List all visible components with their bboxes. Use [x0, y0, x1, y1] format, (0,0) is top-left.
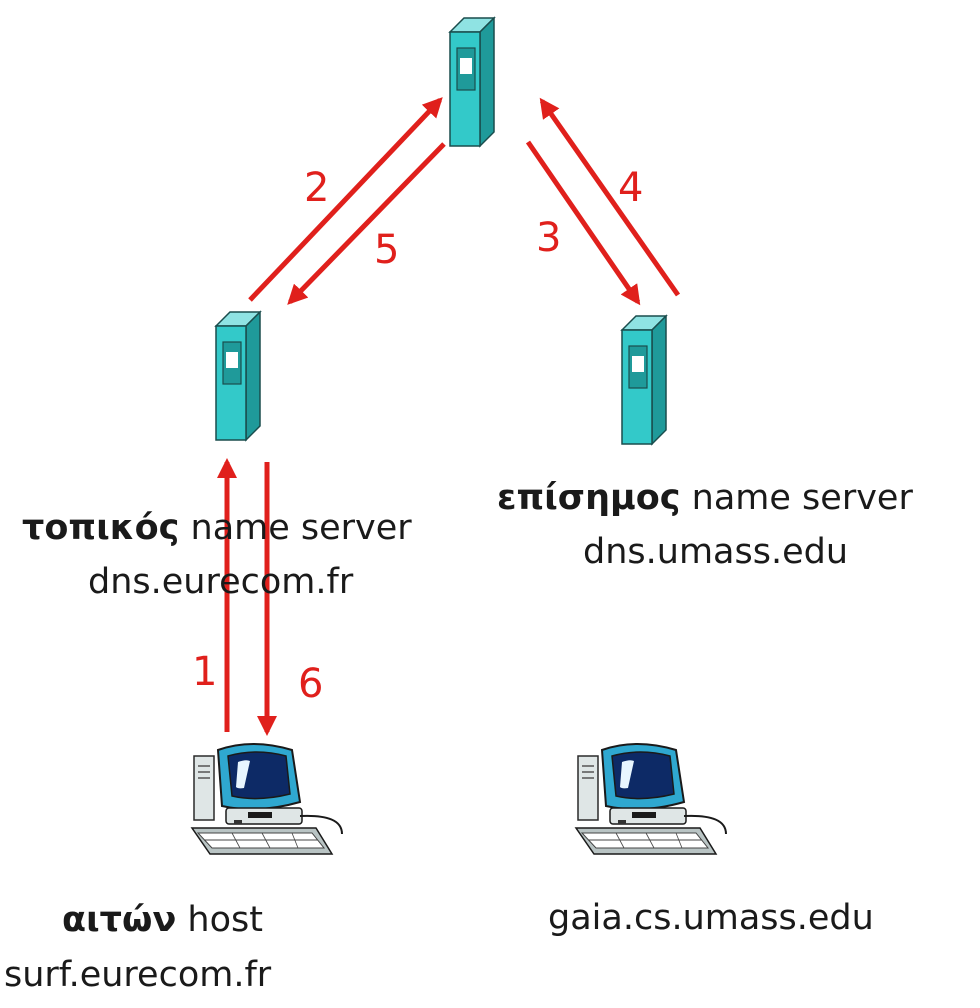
- step-label-3: 3: [536, 215, 562, 261]
- authoritative-kind: name server: [691, 478, 913, 518]
- requester-label: αιτών host: [62, 900, 263, 940]
- requester-host: surf.eurecom.fr: [4, 955, 272, 995]
- local-server-host: dns.eurecom.fr: [88, 562, 354, 602]
- step-label-1: 1: [192, 649, 218, 695]
- authoritative-server-host: dns.umass.edu: [583, 532, 849, 572]
- requester-role: αιτών: [62, 900, 177, 940]
- step-label-2: 2: [304, 165, 330, 211]
- authoritative-server-label: επίσημος name server: [497, 478, 913, 518]
- arrow-step-2: [248, 97, 443, 302]
- root-server-icon: [449, 17, 495, 147]
- step-label-6: 6: [298, 661, 324, 707]
- arrow-step-4: [539, 97, 681, 297]
- requester-kind: host: [187, 900, 263, 940]
- arrow-step-3: [525, 140, 641, 306]
- local-server-icon: [215, 311, 261, 441]
- authoritative-server-icon: [621, 315, 667, 445]
- requester-computer-icon: [191, 743, 343, 855]
- authoritative-role: επίσημος: [497, 478, 681, 518]
- local-kind: name server: [190, 508, 412, 548]
- local-server-label: τοπικός name server: [22, 508, 412, 548]
- target-computer-icon: [575, 743, 727, 855]
- local-role: τοπικός: [22, 508, 180, 548]
- arrow-step-5: [287, 142, 446, 305]
- step-label-4: 4: [618, 165, 644, 211]
- step-label-5: 5: [374, 227, 400, 273]
- target-host: gaia.cs.umass.edu: [548, 898, 874, 938]
